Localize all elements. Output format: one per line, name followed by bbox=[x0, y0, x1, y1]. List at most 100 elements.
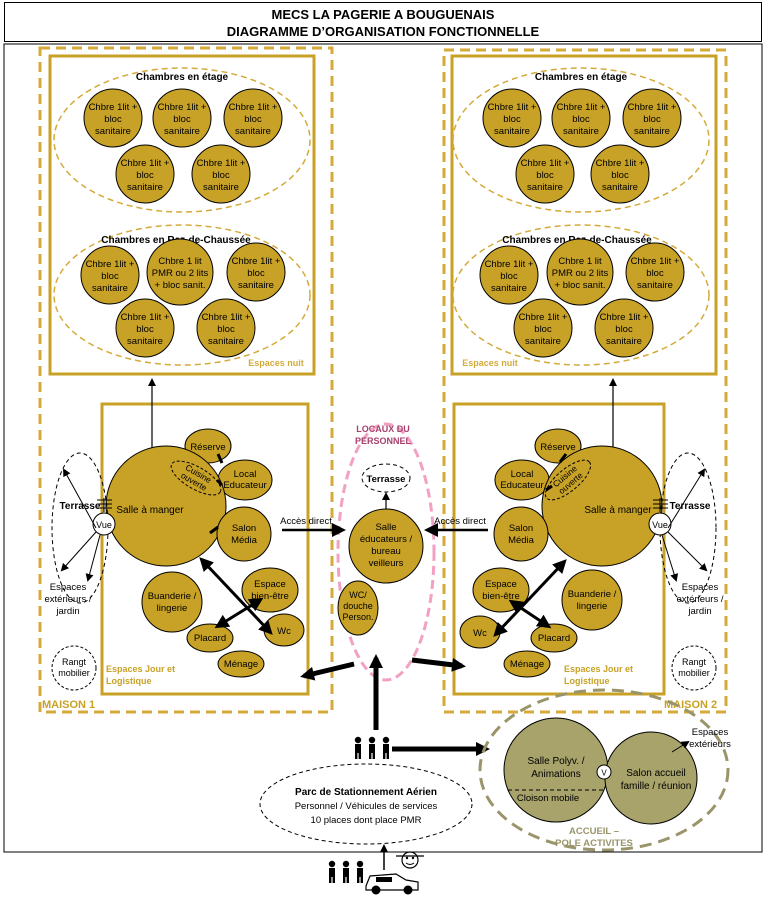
svg-text:Réserve: Réserve bbox=[190, 442, 225, 453]
espaces-nuit-label-1: Espaces nuit bbox=[248, 358, 304, 368]
disabled-person-icon bbox=[396, 851, 424, 869]
room-circle bbox=[115, 144, 175, 204]
room-circle bbox=[196, 298, 256, 358]
reserve-2: Réserve bbox=[534, 428, 582, 464]
espaces-jour-box-1 bbox=[100, 402, 310, 696]
maison-2-label: MAISON 2 bbox=[664, 699, 717, 711]
vue-label-2: Vue bbox=[652, 520, 668, 530]
people-icon-bottom bbox=[328, 860, 364, 883]
svg-text:Buanderie /lingerie: Buanderie /lingerie bbox=[148, 591, 197, 614]
svg-text:V: V bbox=[601, 769, 607, 778]
cloison-mobile: Cloison mobile bbox=[517, 793, 579, 804]
svg-text:Buanderie /lingerie: Buanderie /lingerie bbox=[568, 589, 617, 612]
menage-1: Ménage bbox=[217, 650, 265, 678]
chambres-rdc-ellipse-2 bbox=[452, 224, 710, 366]
vue-circle-1 bbox=[92, 512, 116, 536]
room-circle bbox=[226, 242, 286, 302]
outer-frame bbox=[3, 43, 763, 853]
accueil-ellipse bbox=[478, 688, 730, 852]
room-circle bbox=[191, 144, 251, 204]
wc-2: Wc bbox=[459, 615, 501, 649]
title-box: MECS LA PAGERIE A BOUGUENAIS DIAGRAMME D… bbox=[4, 2, 762, 42]
salle-a-manger-2: Salle à manger bbox=[541, 445, 663, 567]
maison-1-label: MAISON 1 bbox=[42, 699, 95, 711]
car-icon bbox=[365, 873, 419, 895]
salle-polyvalente: Salle Polyv. /Animations Cloison mobile bbox=[503, 717, 609, 823]
terrasse-label-2: Terrasse bbox=[670, 501, 711, 512]
maison-2-boundary bbox=[442, 48, 728, 714]
page-title: MECS LA PAGERIE A BOUGUENAIS bbox=[271, 7, 495, 22]
arrow-to-maison-1 bbox=[300, 661, 355, 681]
vue-label-1: Vue bbox=[96, 520, 112, 530]
acces-direct-label-2: Accès direct bbox=[434, 516, 486, 527]
accueil-label: ACCUEIL –POLE ACTIVITES bbox=[555, 826, 633, 849]
accueil-pole-activites: Salle Polyv. /Animations Cloison mobile … bbox=[478, 688, 731, 852]
svg-text:Placard: Placard bbox=[194, 633, 226, 644]
menage-2: Ménage bbox=[503, 650, 551, 678]
chambres-etage-label-2: Chambres en étage bbox=[535, 72, 628, 83]
svg-text:Salle Polyv. /Animations: Salle Polyv. /Animations bbox=[527, 756, 584, 780]
svg-text:Salle à manger: Salle à manger bbox=[116, 505, 184, 516]
chambres-etage-label-1: Chambres en étage bbox=[136, 72, 229, 83]
room-circle bbox=[83, 88, 143, 148]
svg-text:Salle à manger: Salle à manger bbox=[584, 505, 652, 516]
svg-text:Parc de Stationnement Aérien: Parc de Stationnement Aérien bbox=[295, 787, 437, 798]
room-circle bbox=[223, 88, 283, 148]
svg-text:Terrasse: Terrasse bbox=[367, 474, 406, 485]
placard-2: Placard bbox=[530, 623, 578, 653]
arrow-to-maison-2 bbox=[411, 657, 466, 672]
locaux-personnel-ellipse bbox=[336, 422, 436, 682]
page-subtitle: DIAGRAMME D’ORGANISATION FONCTIONNELLE bbox=[226, 24, 540, 39]
acces-direct-label-1: Accès direct bbox=[280, 516, 332, 527]
room-circle bbox=[152, 88, 212, 148]
room-circle bbox=[115, 298, 175, 358]
espaces-nuit-label-2: Espaces nuit bbox=[462, 358, 518, 368]
rangt-mobilier-2 bbox=[671, 645, 717, 691]
